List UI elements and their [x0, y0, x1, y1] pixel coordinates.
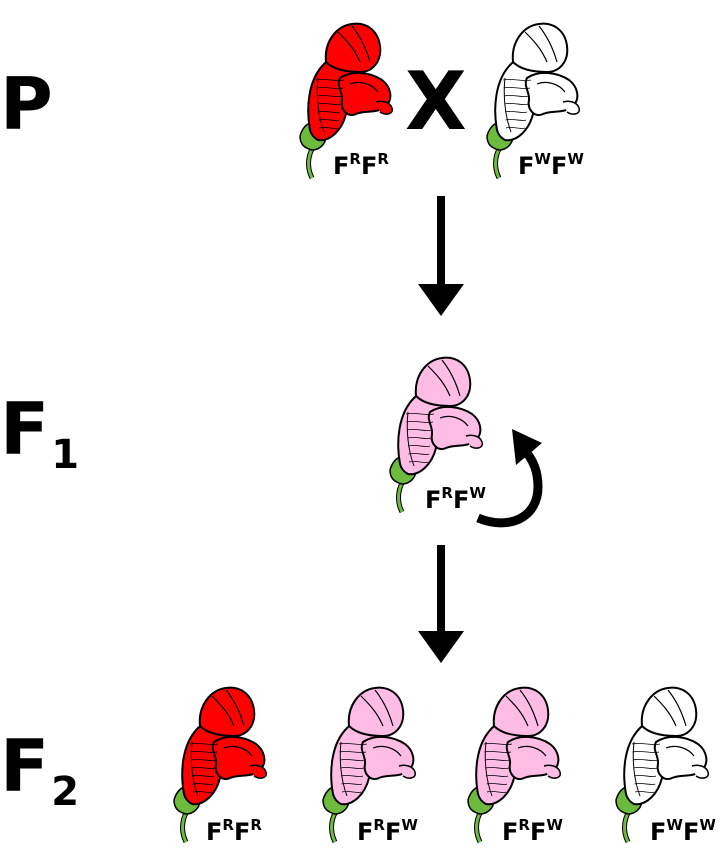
pink-flower-icon	[467, 686, 562, 844]
genotype-label: FWFW	[650, 816, 716, 846]
generation-f2-subscript: 2	[51, 769, 80, 815]
red-flower-icon	[299, 22, 394, 180]
down-arrow-icon	[418, 545, 464, 663]
self-cross-arrow-icon	[476, 429, 543, 528]
generation-p-text: P	[0, 62, 53, 146]
genotype-label: FRFW	[425, 484, 486, 514]
generation-f1-text: F	[0, 387, 50, 471]
generation-label-p: P	[0, 68, 53, 140]
genotype-label: FRFW	[502, 816, 563, 846]
generation-f2-text: F	[0, 724, 50, 808]
genotype-label: FWFW	[518, 150, 584, 180]
cross-symbol: X	[405, 55, 467, 148]
red-flower-icon	[173, 686, 268, 844]
down-arrow-icon	[418, 196, 464, 316]
generation-f1-subscript: 1	[51, 432, 80, 478]
genotype-label: FRFR	[333, 150, 389, 180]
generation-label-f2: F2	[0, 730, 79, 812]
pink-flower-icon	[389, 356, 484, 514]
genotype-label: FRFW	[357, 816, 418, 846]
pink-flower-icon	[322, 686, 417, 844]
genotype-label: FRFR	[206, 816, 262, 846]
white-flower-icon	[486, 22, 581, 180]
generation-label-f1: F1	[0, 393, 79, 475]
white-flower-icon	[615, 686, 710, 844]
